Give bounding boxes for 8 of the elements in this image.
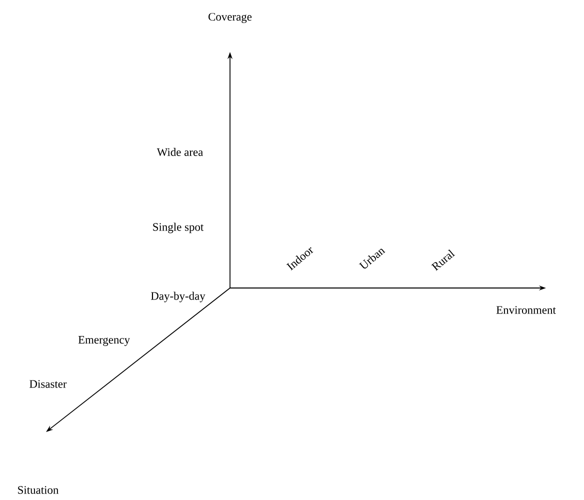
- axis-value: Day-by-day: [150, 292, 206, 302]
- axis-value: Single spot: [153, 222, 204, 234]
- axis-value: Emergency: [78, 336, 130, 346]
- axis-label: Situation: [18, 486, 59, 494]
- axis-label: Coverage: [208, 12, 252, 24]
- axis-value: Wide area: [156, 148, 203, 156]
- axis-label: Environment: [496, 306, 556, 314]
- axis-value: Disaster: [30, 380, 67, 388]
